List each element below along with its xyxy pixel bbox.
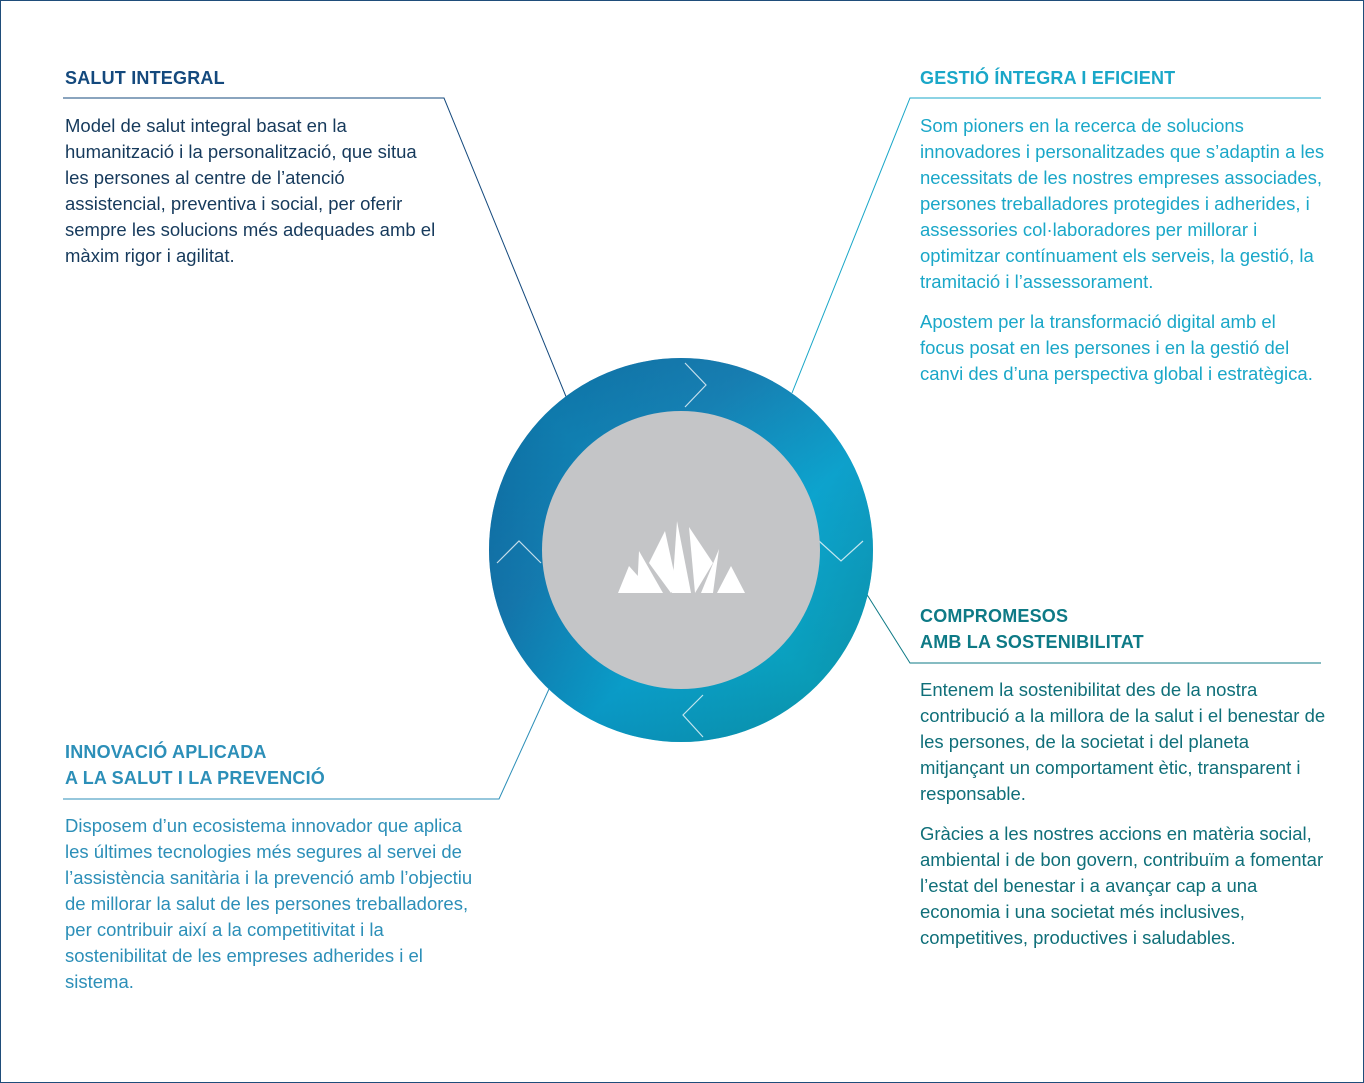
section-paragraph: Entenem la sostenibilitat des de la nost… xyxy=(920,679,1326,804)
chevron-bottom xyxy=(682,694,704,738)
connector-gestio xyxy=(791,97,1321,394)
section-innovacio-aplicada: INNOVACIÓ APLICADA A LA SALUT I LA PREVE… xyxy=(65,739,480,995)
section-title-line: COMPROMESOS xyxy=(920,606,1069,626)
connector-innovacio xyxy=(63,688,550,800)
section-title-line: A LA SALUT I LA PREVENCIÓ xyxy=(65,768,326,788)
connector-salut xyxy=(63,97,568,400)
section-gestio-integra: GESTIÓ ÍNTEGRA I EFICIENT Som pioners en… xyxy=(920,65,1325,387)
section-title-line: INNOVACIÓ APLICADA xyxy=(65,742,267,762)
section-paragraph: Apostem per la transformació digital amb… xyxy=(920,311,1313,384)
section-paragraph: Gràcies a les nostres accions en matèria… xyxy=(920,823,1324,948)
section-title-line: AMB LA SOSTENIBILITAT xyxy=(920,632,1144,652)
connector-compromesos xyxy=(865,592,1321,664)
section-title: COMPROMESOS AMB LA SOSTENIBILITAT xyxy=(920,603,1330,655)
section-paragraph: Disposem d’un ecosistema innovador que a… xyxy=(65,815,473,992)
section-title-line: GESTIÓ ÍNTEGRA I EFICIENT xyxy=(920,68,1176,88)
section-paragraph: Som pioners en la recerca de solucions i… xyxy=(920,115,1325,292)
section-salut-integral: SALUT INTEGRAL Model de salut integral b… xyxy=(65,65,445,269)
section-paragraph: Model de salut integral basat en la huma… xyxy=(65,115,436,266)
section-title: GESTIÓ ÍNTEGRA I EFICIENT xyxy=(920,65,1325,91)
section-title-line: SALUT INTEGRAL xyxy=(65,68,225,88)
section-title: INNOVACIÓ APLICADA A LA SALUT I LA PREVE… xyxy=(65,739,480,791)
chevron-right xyxy=(818,540,864,562)
chevron-top xyxy=(684,362,707,408)
section-title: SALUT INTEGRAL xyxy=(65,65,445,91)
section-compromesos-sostenibilitat: COMPROMESOS AMB LA SOSTENIBILITAT Entene… xyxy=(920,603,1330,951)
fan-logo-icon xyxy=(618,521,745,593)
chevron-left xyxy=(496,540,542,564)
